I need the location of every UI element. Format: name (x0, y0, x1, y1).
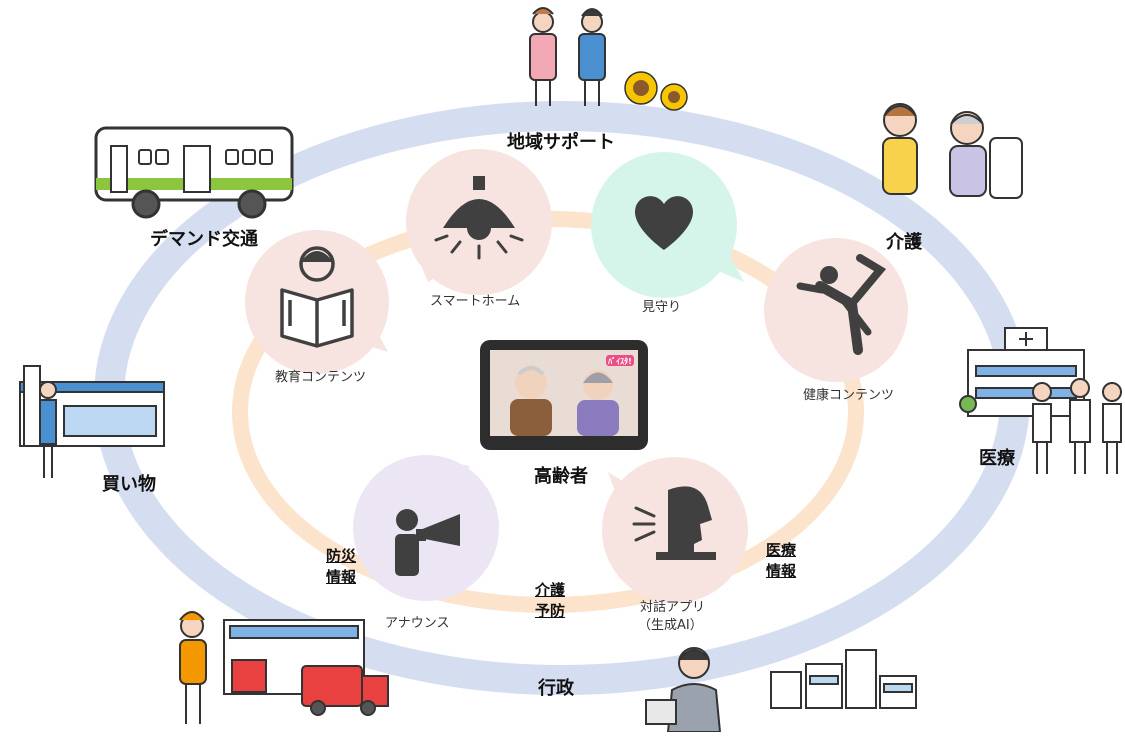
hospital-illustration (959, 327, 1085, 417)
label-shopping: 買い物 (102, 474, 156, 495)
caregivers-illustration (529, 7, 606, 106)
label-disaster-info: 防災 情報 (326, 547, 357, 586)
label-care-prevention: 介護 予防 (535, 581, 566, 620)
label-smart-home: スマートホーム (430, 294, 521, 309)
label-education: 教育コンテンツ (275, 370, 367, 385)
reading-person-icon (280, 246, 354, 348)
ceiling-lamp-icon (434, 176, 524, 260)
megaphone-icon (395, 509, 460, 576)
label-medical: 医療 (979, 448, 1015, 469)
store-illustration (19, 365, 165, 478)
label-demand-transport: デマンド交通 (150, 229, 258, 250)
tablet-screen-text: ﾊﾟｲｽﾀ! (607, 356, 632, 366)
official-illustration (645, 647, 722, 733)
label-dialog: 対話アプリ (640, 600, 706, 615)
tablet-device: ﾊﾟｲｽﾀ! (480, 340, 648, 450)
label-administration: 行政 (538, 678, 574, 699)
label-elderly: 高齢者 (534, 466, 588, 487)
sunflower-illustration (624, 71, 688, 111)
city-buildings-illustration (770, 649, 917, 709)
label-dialog-sub: （生成AI） (638, 618, 703, 633)
bubble-health (764, 238, 908, 382)
yoga-pose-icon (796, 254, 887, 355)
label-announce: アナウンス (385, 616, 450, 631)
fire-station-illustration (223, 619, 389, 716)
label-health: 健康コンテンツ (803, 388, 895, 403)
label-community-support: 地域サポート (507, 132, 615, 153)
nursing-care-illustration (882, 103, 1023, 199)
bus-illustration (94, 126, 294, 219)
label-care: 介護 (886, 232, 922, 253)
label-watch: 見守り (642, 300, 682, 315)
speaking-head-icon (632, 486, 716, 560)
firefighter-illustration (179, 611, 207, 724)
medical-staff-illustration (1032, 378, 1122, 474)
heart-icon (635, 196, 693, 250)
label-medical-info: 医療 情報 (766, 541, 797, 580)
